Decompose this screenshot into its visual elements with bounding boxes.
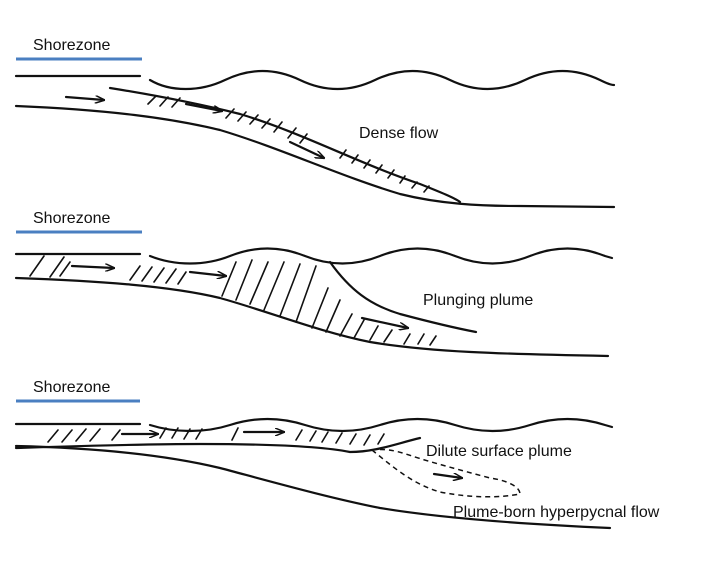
flow-label: Dense flow (359, 125, 439, 142)
flow-arrows (120, 432, 462, 478)
hyperpycnal-flow-outline (370, 448, 521, 498)
flow-hatching (147, 95, 430, 193)
shorezone-label: Shorezone (33, 210, 110, 227)
flow-hatching (29, 255, 437, 346)
dense-flow-boundary (108, 86, 462, 204)
water-surface (14, 247, 614, 265)
flow-hatching (47, 427, 385, 446)
flow-label-hyperpycnal: Plume-born hyperpycnal flow (453, 504, 660, 521)
sea-floor (14, 444, 612, 530)
water-surface (14, 70, 616, 91)
water-surface (14, 417, 614, 433)
flow-label: Plunging plume (423, 292, 533, 309)
sea-floor (14, 104, 616, 209)
flow-label: Dilute surface plume (426, 443, 572, 460)
panel-plunging-plume: Shorezone Plunging plume (14, 210, 614, 358)
shorezone-label: Shorezone (33, 379, 110, 396)
shorezone-label: Shorezone (33, 37, 110, 54)
plume-boundary (328, 260, 478, 334)
flow-arrows (70, 266, 408, 328)
flow-arrows (64, 97, 324, 158)
sea-floor (14, 276, 610, 358)
panel-dilute-surface-plume: Shorezone Dilute surface plume Plume-bor… (14, 379, 660, 530)
panel-dense-flow: Shorezone Dense flow (14, 37, 616, 209)
